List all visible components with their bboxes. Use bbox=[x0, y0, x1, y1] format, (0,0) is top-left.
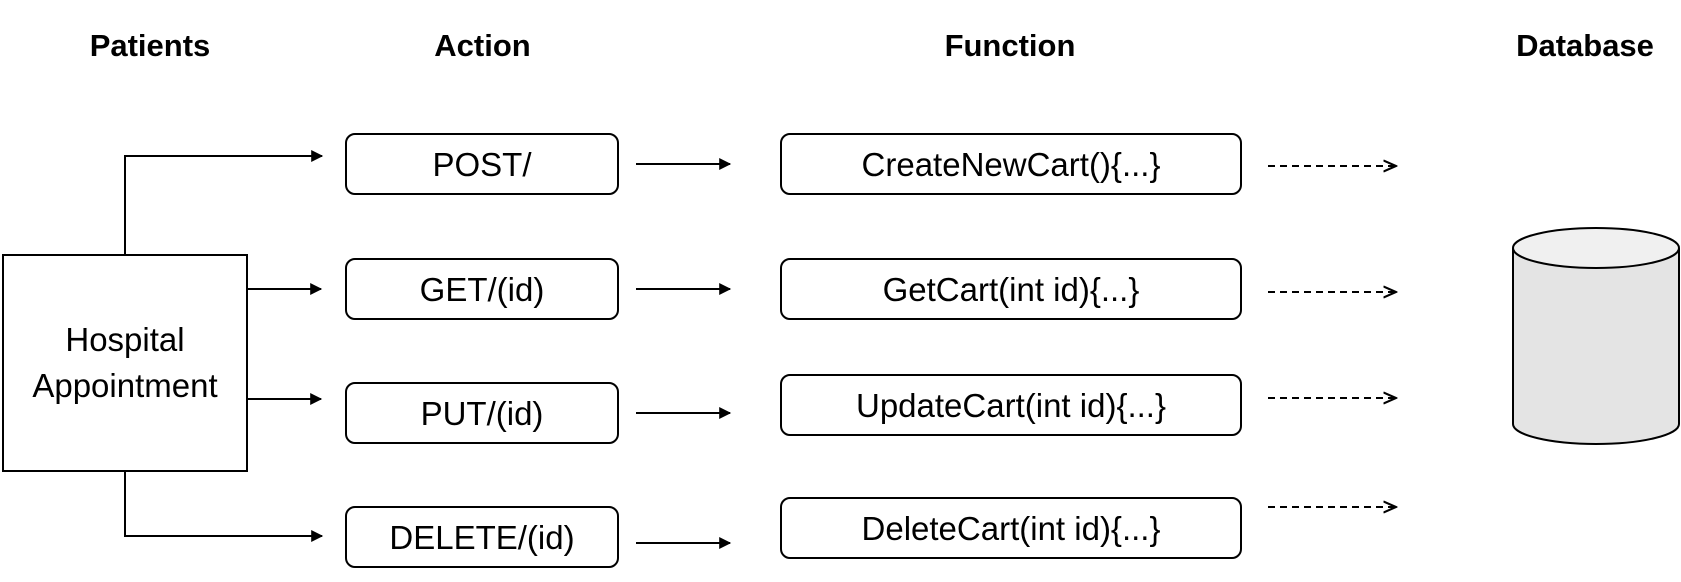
function-create-box: CreateNewCart(){...} bbox=[780, 133, 1242, 195]
header-action: Action bbox=[434, 28, 531, 63]
cylinder-database-icon bbox=[1512, 227, 1680, 445]
header-patients: Patients bbox=[89, 28, 211, 63]
function-update-box: UpdateCart(int id){...} bbox=[780, 374, 1242, 436]
arrow-source-to-delete bbox=[124, 472, 324, 542]
function-delete-box: DeleteCart(int id){...} bbox=[780, 497, 1242, 559]
source-label-line2: Appointment bbox=[32, 367, 218, 404]
action-delete-box: DELETE/(id) bbox=[345, 506, 619, 568]
header-function: Function bbox=[944, 28, 1076, 63]
action-post-box: POST/ bbox=[345, 133, 619, 195]
header-database: Database bbox=[1516, 28, 1654, 63]
hospital-appointment-box: Hospital Appointment bbox=[2, 254, 248, 472]
action-get-box: GET/(id) bbox=[345, 258, 619, 320]
arrow-source-to-post bbox=[124, 150, 324, 254]
action-put-box: PUT/(id) bbox=[345, 382, 619, 444]
source-label-line1: Hospital bbox=[65, 321, 185, 358]
function-get-box: GetCart(int id){...} bbox=[780, 258, 1242, 320]
